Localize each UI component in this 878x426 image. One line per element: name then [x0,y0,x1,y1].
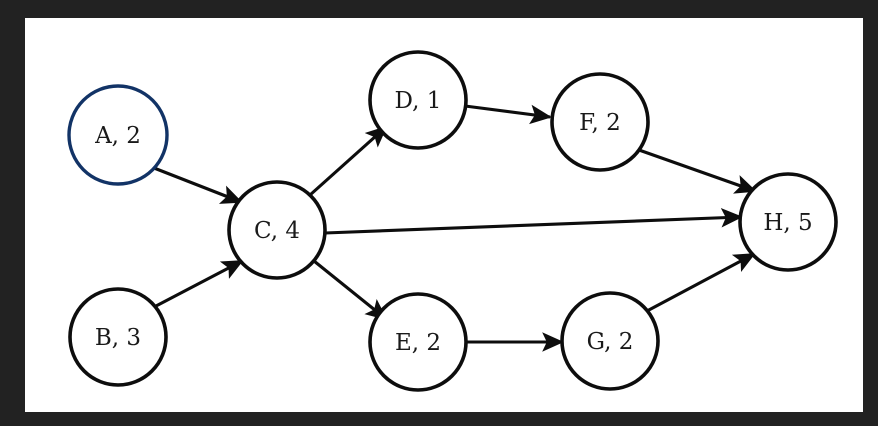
node-d-label: D, 1 [395,88,442,114]
node-c-circle[interactable] [227,180,327,280]
node-d-circle[interactable] [368,50,468,150]
node-e[interactable]: E, 2 [368,292,468,392]
node-g[interactable]: G, 2 [560,291,660,391]
node-a-circle[interactable] [67,84,169,186]
node-layer: A, 2 B, 3 C, 4 D, 1 E, 2 [67,50,838,392]
node-f-label: F, 2 [579,110,621,136]
node-h-label: H, 5 [763,210,812,236]
edge-c-to-h[interactable] [324,208,743,235]
edge-b-to-c[interactable] [155,259,244,308]
node-c[interactable]: C, 4 [227,180,327,280]
node-h-circle[interactable] [738,172,838,272]
node-a-label: A, 2 [94,123,141,149]
edge-f-to-h[interactable] [638,148,757,194]
graph-svg: A, 2 B, 3 C, 4 D, 1 E, 2 [67,50,838,392]
node-h[interactable]: H, 5 [738,172,838,272]
node-d[interactable]: D, 1 [368,50,468,150]
node-b[interactable]: B, 3 [68,287,168,387]
edge-layer [153,104,757,352]
node-e-circle[interactable] [368,292,468,392]
edge-c-to-e[interactable] [313,259,388,321]
node-g-circle[interactable] [560,291,660,391]
node-a[interactable]: A, 2 [67,84,169,186]
node-f-circle[interactable] [550,72,650,172]
node-b-label: B, 3 [95,325,141,351]
node-c-label: C, 4 [254,218,300,244]
node-e-label: E, 2 [395,330,441,356]
edge-d-to-f[interactable] [464,104,552,125]
node-b-circle[interactable] [68,287,168,387]
node-g-label: G, 2 [587,329,634,355]
node-f[interactable]: F, 2 [550,72,650,172]
edge-a-to-c[interactable] [153,166,243,204]
edge-g-to-h[interactable] [646,252,756,313]
edge-c-to-d[interactable] [308,125,388,197]
diagram-canvas: A, 2 B, 3 C, 4 D, 1 E, 2 [25,18,863,412]
